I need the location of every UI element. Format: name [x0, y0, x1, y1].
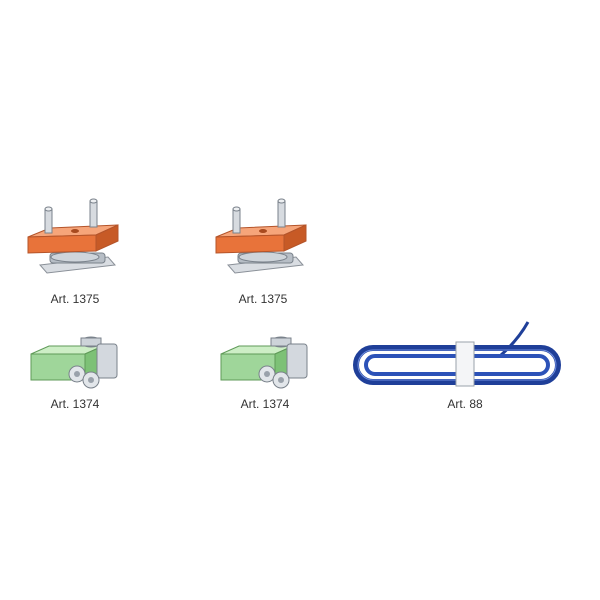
product-art-1374-b: Art. 1374 [215, 330, 315, 415]
product-label: Art. 1375 [238, 292, 288, 306]
product-label: Art. 1374 [240, 397, 290, 411]
product-art-88: Art. 88 [350, 318, 580, 415]
product-art-1374-a: Art. 1374 [25, 330, 125, 415]
blue-seal-strip-icon [353, 321, 561, 387]
product-art-1375-a: Art. 1375 [20, 195, 130, 310]
green-guide-block-icon [220, 336, 308, 389]
green-guide-block-icon [30, 336, 118, 389]
orange-roller-carrier-icon [215, 198, 307, 274]
orange-roller-carrier-icon [27, 198, 119, 274]
product-art-1375-b: Art. 1375 [208, 195, 318, 310]
product-label: Art. 1375 [50, 292, 100, 306]
product-label: Art. 88 [447, 397, 483, 411]
product-label: Art. 1374 [50, 397, 100, 411]
